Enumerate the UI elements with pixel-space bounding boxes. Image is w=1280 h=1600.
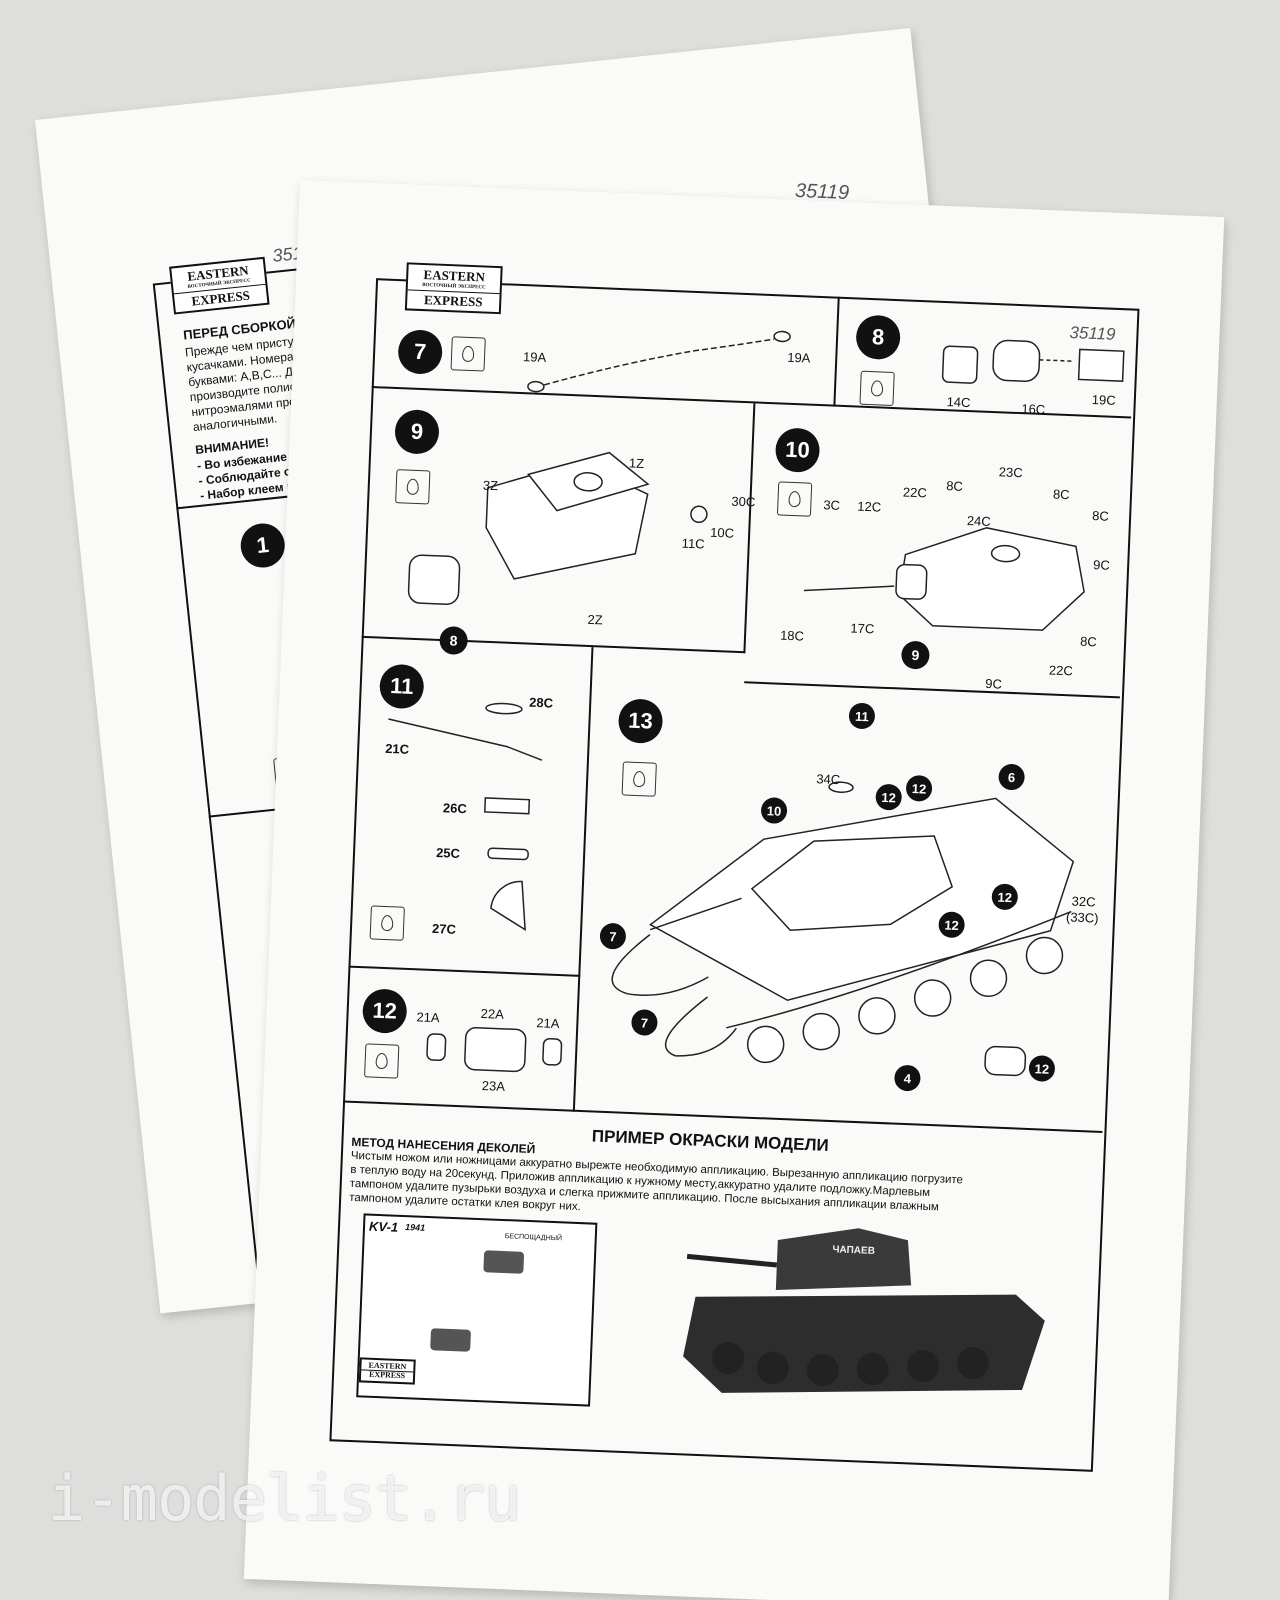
handwritten-number-top: 35119: [794, 179, 850, 205]
glue-icon: [776, 481, 813, 517]
part-label: 3Z: [482, 477, 499, 494]
part-label: 22C: [1048, 662, 1074, 679]
glue-icon: [364, 1043, 400, 1079]
part-label: 32C: [1071, 893, 1096, 910]
glue-icon: [369, 905, 405, 941]
decal-sheet: KV-1 1941 БЕСПОЩАДНЫЙ EASTERN EXPRESS: [356, 1213, 598, 1407]
part-label: 1Z: [628, 455, 645, 472]
step-7-panel: [371, 278, 840, 407]
kv1-tank-illustration: [683, 1228, 1045, 1393]
part-label: 26C: [442, 800, 468, 817]
part-label: 14C: [946, 394, 971, 411]
part-label: 17C: [850, 620, 875, 637]
glue-icon: [450, 336, 486, 372]
part-label: 18C: [779, 627, 805, 644]
part-label: 8C: [1079, 633, 1098, 650]
part-label: 22A: [480, 1005, 505, 1022]
site-watermark: i-modelist.ru: [48, 1462, 521, 1535]
front-instruction-sheet: 35119 EASTERN ВОСТОЧНЫЙ ЭКСПРЕСС EXPRESS…: [243, 179, 1225, 1600]
part-label: 25C: [435, 845, 461, 861]
brand-logo: EASTERN ВОСТОЧНЫЙ ЭКСПРЕСС EXPRESS: [169, 256, 270, 315]
part-label: 28C: [528, 694, 554, 711]
machine-gun-drawing: [388, 702, 543, 932]
tank-name-marking: ЧАПАЕВ: [832, 1244, 876, 1257]
fuel-tank-drawing: [426, 1026, 563, 1073]
turret-detail-drawing: [803, 527, 1085, 631]
fuel-tank-small-drawing: [984, 1045, 1027, 1077]
glue-icon: [859, 370, 895, 406]
part-label: 8C: [1091, 508, 1110, 524]
part-label: 23A: [481, 1078, 506, 1094]
part-label: 22C: [902, 484, 928, 501]
part-label: 34C: [816, 771, 841, 788]
part-label: 11C: [681, 535, 705, 552]
decal-slogan: БЕСПОЩАДНЫЙ: [504, 1233, 563, 1243]
part-label: 9C: [985, 675, 1003, 692]
part-label: 12C: [857, 498, 882, 515]
glue-icon: [621, 761, 657, 797]
part-label: 9C: [1092, 557, 1111, 573]
decal-tank-drawing: [430, 1250, 525, 1352]
part-label: 24C: [966, 513, 992, 529]
mantlet-drawing: [941, 339, 1125, 384]
tank-assembly-drawing: [611, 781, 1075, 1064]
part-label: (33C): [1065, 909, 1099, 926]
part-label: 21A: [536, 1015, 560, 1032]
part-label: 2Z: [587, 611, 604, 628]
part-label: 19C: [1091, 391, 1116, 408]
part-label: 3C: [823, 497, 841, 513]
part-label: 8C: [945, 478, 964, 494]
part-label: 10C: [709, 524, 735, 541]
part-label: 21A: [416, 1009, 440, 1026]
part-label: 21C: [384, 740, 410, 757]
part-label: 23C: [998, 464, 1023, 481]
turret-drawing: [407, 451, 708, 605]
decal-year: 1941: [404, 1222, 426, 1233]
brand-logo-small: EASTERN EXPRESS: [358, 1357, 416, 1385]
part-label: 8C: [1052, 486, 1070, 503]
glue-icon: [395, 469, 431, 505]
tow-cable-drawing: [527, 330, 791, 393]
part-label: 19A: [522, 349, 547, 366]
part-label: 27C: [431, 920, 457, 937]
part-label: 19A: [786, 349, 811, 366]
